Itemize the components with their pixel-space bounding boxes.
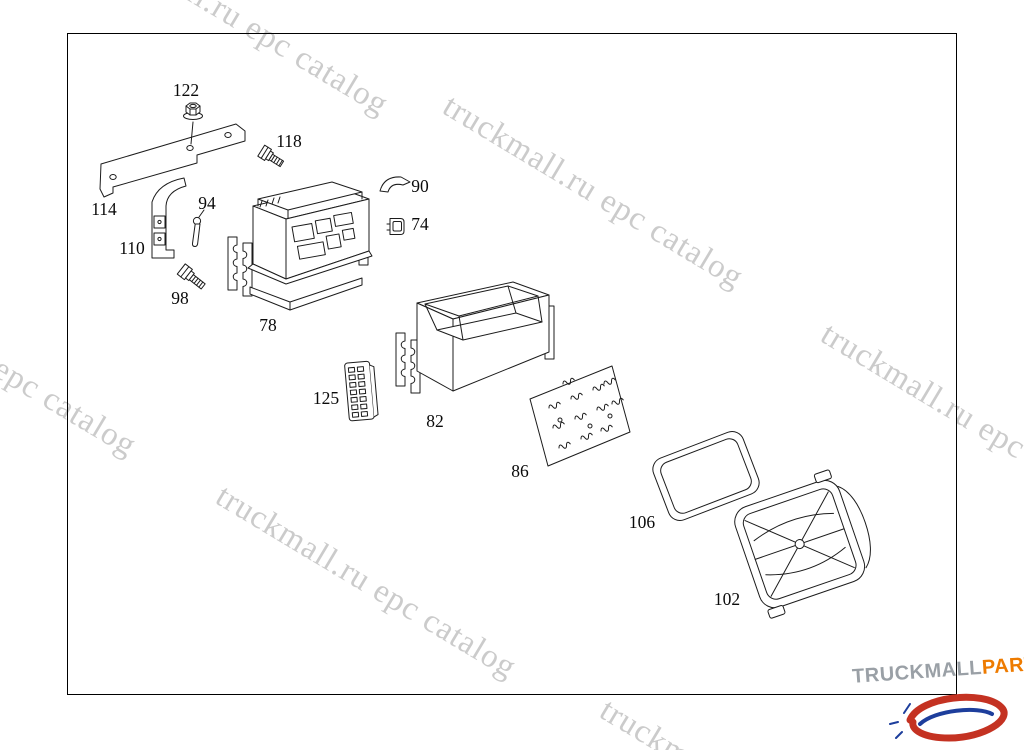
- part-label-118: 118: [276, 131, 302, 151]
- part-label-86: 86: [511, 461, 529, 481]
- part-74-grommet-drawing: [386, 218, 405, 235]
- part-label-90: 90: [411, 176, 429, 196]
- part-78-housing-drawing: [227, 181, 373, 311]
- part-118-screw-drawing: [257, 144, 285, 168]
- part-label-82: 82: [426, 411, 444, 431]
- part-90-clip-drawing: [379, 176, 411, 193]
- part-label-102: 102: [713, 589, 741, 609]
- part-label-94: 94: [198, 193, 216, 213]
- part-114-bracket-drawing: [99, 123, 246, 198]
- diagram-frame: [67, 33, 957, 695]
- part-106-seal-drawing: [652, 430, 760, 522]
- part-102-cover-drawing: [734, 469, 871, 619]
- part-94-pin-drawing: [191, 209, 205, 247]
- part-125-terminal-block-drawing: [344, 360, 379, 422]
- part-label-74: 74: [411, 214, 429, 234]
- logo-accent-text: PARTS: [981, 652, 1024, 679]
- part-86-circuit-plate-drawing: [529, 365, 631, 467]
- logo-swirl-icon: [889, 693, 1008, 742]
- part-110-bracket-drawing: [151, 177, 187, 259]
- part-label-110: 110: [119, 238, 145, 258]
- part-98-bolt-drawing: [176, 263, 206, 290]
- part-label-114: 114: [91, 199, 117, 219]
- part-label-98: 98: [171, 288, 189, 308]
- part-122-nut-drawing: [183, 102, 203, 145]
- part-label-106: 106: [628, 512, 656, 532]
- part-label-122: 122: [172, 80, 200, 100]
- part-label-125: 125: [312, 388, 340, 408]
- part-82-frame-drawing: [395, 281, 555, 394]
- part-label-78: 78: [259, 315, 277, 335]
